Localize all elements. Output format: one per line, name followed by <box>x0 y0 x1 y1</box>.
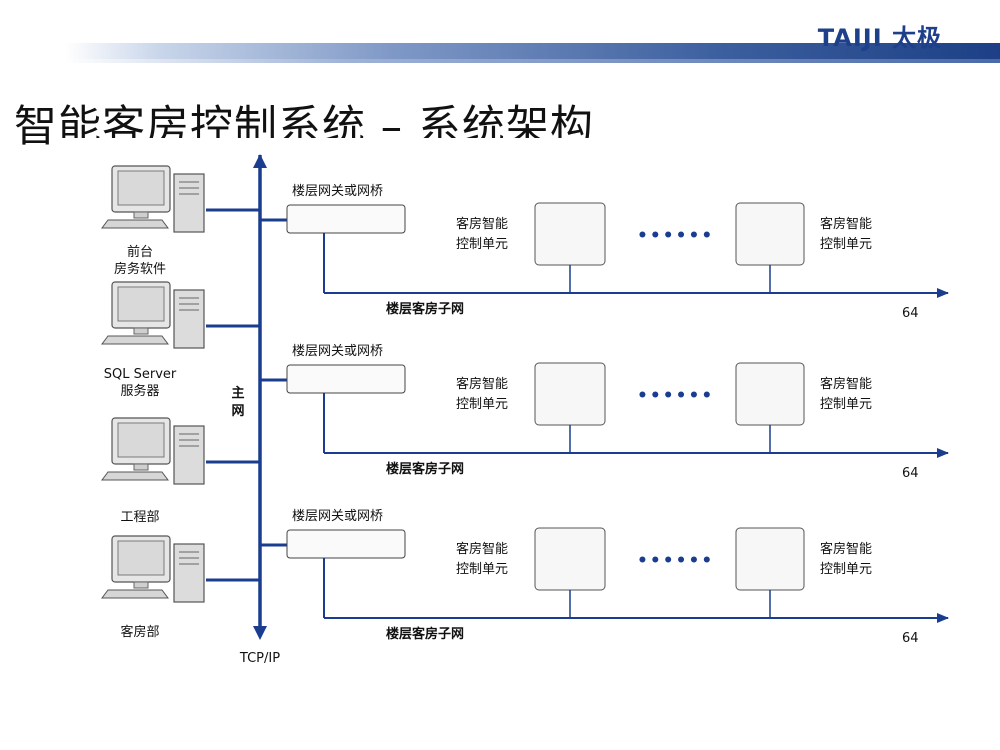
computer-4-tower <box>173 543 205 603</box>
computer-4-screen <box>117 540 165 576</box>
computer-3-tower <box>173 425 205 485</box>
computer-1-tower <box>173 173 205 233</box>
floor-network-label: 楼层客房子网 <box>386 626 464 642</box>
ellipsis-dots: •••••• <box>637 226 714 246</box>
computer-1-keyboard <box>101 219 169 229</box>
computer-2-tower <box>173 289 205 349</box>
room-unit-label: 客房智能 <box>820 376 872 392</box>
room-unit-label: 客房智能 <box>820 216 872 232</box>
main-net-arrow-up <box>253 154 267 168</box>
room-unit-label: 控制单元 <box>820 237 872 252</box>
room-unit-box <box>534 202 606 266</box>
main-net-label: 主 <box>231 385 244 401</box>
room-unit-box <box>534 362 606 426</box>
gateway-box <box>286 529 406 559</box>
computer-2-screen <box>117 286 165 322</box>
computer-label: 前台 <box>127 244 153 260</box>
computer-1-screen <box>117 170 165 206</box>
protocol-label: TCP/IP <box>239 651 280 666</box>
room-unit-label: 控制单元 <box>456 237 508 252</box>
gateway-box <box>286 364 406 394</box>
room-unit-label: 控制单元 <box>820 397 872 412</box>
main-net-label: 网 <box>231 404 244 419</box>
gateway-label: 楼层网关或网桥 <box>292 184 383 199</box>
computer-label: 客房部 <box>120 624 159 640</box>
computer-label: 工程部 <box>120 510 159 525</box>
computer-3-keyboard <box>101 471 169 481</box>
room-unit-label: 控制单元 <box>456 397 508 412</box>
computer-label: 房务软件 <box>114 261 166 277</box>
room-unit-label: 控制单元 <box>456 562 508 577</box>
room-unit-label: 控制单元 <box>820 562 872 577</box>
computer-2-keyboard <box>101 335 169 345</box>
room-unit-box <box>735 527 805 591</box>
brand-logo: TAIJI 太极 <box>817 24 942 52</box>
room-unit-box <box>735 202 805 266</box>
floor-network-label: 楼层客房子网 <box>386 301 464 317</box>
computer-3-screen <box>117 422 165 458</box>
computer-3-stand <box>133 463 149 471</box>
floor-network-label: 楼层客房子网 <box>386 461 464 477</box>
room-unit-box <box>735 362 805 426</box>
ellipsis-dots: •••••• <box>637 551 714 571</box>
computer-4-stand <box>133 581 149 589</box>
unit-count-label: 64 <box>902 631 919 646</box>
unit-count-label: 64 <box>902 306 919 321</box>
gateway-label: 楼层网关或网桥 <box>292 509 383 524</box>
header-bar <box>65 43 1000 63</box>
computer-label: SQL Server <box>104 367 177 382</box>
room-unit-label: 客房智能 <box>456 541 508 557</box>
gateway-label: 楼层网关或网桥 <box>292 344 383 359</box>
gateway-box <box>286 204 406 234</box>
main-net-arrow-down <box>253 626 267 640</box>
ellipsis-dots: •••••• <box>637 386 714 406</box>
computer-label: 服务器 <box>120 383 159 399</box>
unit-count-label: 64 <box>902 466 919 481</box>
room-unit-label: 客房智能 <box>456 216 508 232</box>
room-unit-label: 客房智能 <box>456 376 508 392</box>
computer-1-stand <box>133 211 149 219</box>
room-unit-box <box>534 527 606 591</box>
computer-4-keyboard <box>101 589 169 599</box>
room-unit-label: 客房智能 <box>820 541 872 557</box>
computer-2-stand <box>133 327 149 335</box>
